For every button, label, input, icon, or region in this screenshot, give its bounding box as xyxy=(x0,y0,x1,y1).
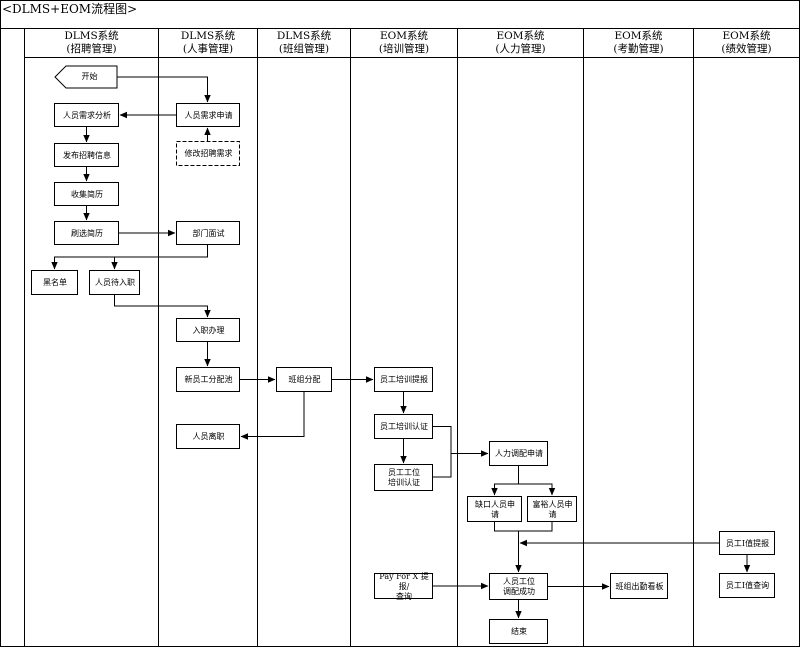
box-team-assign xyxy=(276,367,332,392)
box-gap-request xyxy=(467,496,522,522)
arrow-team-to-leave xyxy=(240,392,305,440)
arrow-cert-to-hr-request xyxy=(433,426,489,457)
lane-header-training: EOM系统 (培训管理) xyxy=(351,29,457,57)
arrow-start-to-demand-request xyxy=(117,76,211,103)
box-demand-analysis xyxy=(54,103,119,127)
node-hr-transfer-request: 人力调配申请 xyxy=(495,449,543,458)
lane-system-label: EOM系统 xyxy=(496,30,545,42)
lane-system-label: EOM系统 xyxy=(614,30,663,42)
arrow-hr-to-gap xyxy=(491,466,519,496)
node-new-staff-pool: 新员工分配池 xyxy=(184,375,233,384)
node-transfer-success: 人员工位 调配成功 xyxy=(503,577,535,596)
box-staff-leave xyxy=(176,424,240,449)
box-new-staff-pool xyxy=(176,367,240,392)
box-training-cert xyxy=(374,414,433,439)
line-post-to-hr-request xyxy=(433,453,452,478)
box-publish-job xyxy=(54,143,119,167)
lane-module-label: (人力管理) xyxy=(495,43,546,55)
process-boxes xyxy=(31,65,775,644)
box-transfer-success xyxy=(489,573,548,600)
node-perf-submit: 员工I值提报 xyxy=(725,538,770,548)
lane-module-label: (培训管理) xyxy=(378,43,430,55)
box-screen-resume xyxy=(54,221,119,245)
node-post-cert: 员工工位 培训认证 xyxy=(388,468,420,487)
node-blacklist: 黑名单 xyxy=(43,278,67,287)
box-modify-demand xyxy=(176,141,240,166)
box-post-cert xyxy=(374,464,433,491)
node-training-cert: 员工培训认证 xyxy=(380,422,428,431)
lane-module-label: (考勤管理) xyxy=(613,43,664,55)
node-onboard-process: 入职办理 xyxy=(192,325,225,335)
node-demand-analysis: 人员需求分析 xyxy=(63,110,111,120)
arrow-hr-to-surplus xyxy=(518,483,556,496)
box-payforx xyxy=(374,573,433,599)
lane-header-team: DLMS系统 (班组管理) xyxy=(258,29,350,57)
diagram-title: <DLMS+EOM流程图> xyxy=(2,2,138,16)
node-team-assign: 班组分配 xyxy=(288,375,321,384)
node-modify-demand: 修改招聘需求 xyxy=(184,149,233,158)
box-onboard-process xyxy=(176,318,240,342)
node-demand-request: 人员需求申请 xyxy=(184,110,233,120)
box-attendance-board xyxy=(610,573,668,599)
box-dept-interview xyxy=(176,221,240,245)
box-training-submit xyxy=(374,367,433,392)
node-training-submit: 员工培训提报 xyxy=(380,375,428,384)
lane-header-manpower: EOM系统 (人力管理) xyxy=(458,29,583,57)
lane-header-performance: EOM系统 (绩效管理) xyxy=(694,29,799,57)
box-surplus-request xyxy=(527,496,577,522)
node-start: 开始 xyxy=(81,72,98,81)
node-collect-resume: 收集简历 xyxy=(71,189,103,199)
box-demand-request xyxy=(176,103,240,127)
node-dept-interview: 部门面试 xyxy=(192,228,225,238)
lane-system-label: EOM系统 xyxy=(379,30,429,42)
box-collect-resume xyxy=(54,182,119,206)
node-pending-onboard: 人员待入职 xyxy=(95,278,135,287)
lane-module-label: (班组管理) xyxy=(278,43,330,55)
box-perf-query xyxy=(719,573,775,598)
box-pending-onboard xyxy=(89,270,140,295)
node-perf-query: 员工I值查询 xyxy=(725,581,770,590)
arrow-interview-to-blacklist xyxy=(51,245,208,270)
lane-header-personnel: DLMS系统 (人事管理) xyxy=(159,29,257,57)
lane-system-label: EOM系统 xyxy=(722,30,771,42)
node-gap-request: 缺口人员申 请 xyxy=(475,499,515,519)
lane-header-attendance: EOM系统 (考勤管理) xyxy=(584,29,693,57)
lane-header-recruitment: DLMS系统 (招聘管理) xyxy=(25,29,158,57)
node-staff-leave: 人员离职 xyxy=(192,432,225,441)
arrow-gap-to-success xyxy=(494,522,553,532)
lane-system-label: DLMS系统 xyxy=(276,30,332,42)
box-end xyxy=(489,619,548,644)
box-blacklist xyxy=(31,270,78,295)
box-hr-transfer-request xyxy=(489,441,548,466)
node-end: 结束 xyxy=(511,627,527,636)
node-screen-resume: 刷选简历 xyxy=(71,228,103,238)
lane-module-label: (人事管理) xyxy=(182,43,234,55)
lane-module-label: (绩效管理) xyxy=(721,43,772,55)
node-attendance-board: 班组出勤看板 xyxy=(615,581,664,591)
lane-module-label: (招聘管理) xyxy=(66,43,117,55)
lane-system-label: DLMS系统 xyxy=(180,30,236,42)
lane-system-label: DLMS系统 xyxy=(64,30,119,42)
arrow-pending-to-onboard xyxy=(114,295,211,318)
node-surplus-request: 富裕人员申 请 xyxy=(532,499,573,519)
node-payforx: Pay For X 提报/ 查询 xyxy=(379,571,429,601)
connectors xyxy=(51,76,751,619)
node-publish-job: 发布招聘信息 xyxy=(63,150,111,160)
box-perf-submit xyxy=(719,531,775,555)
